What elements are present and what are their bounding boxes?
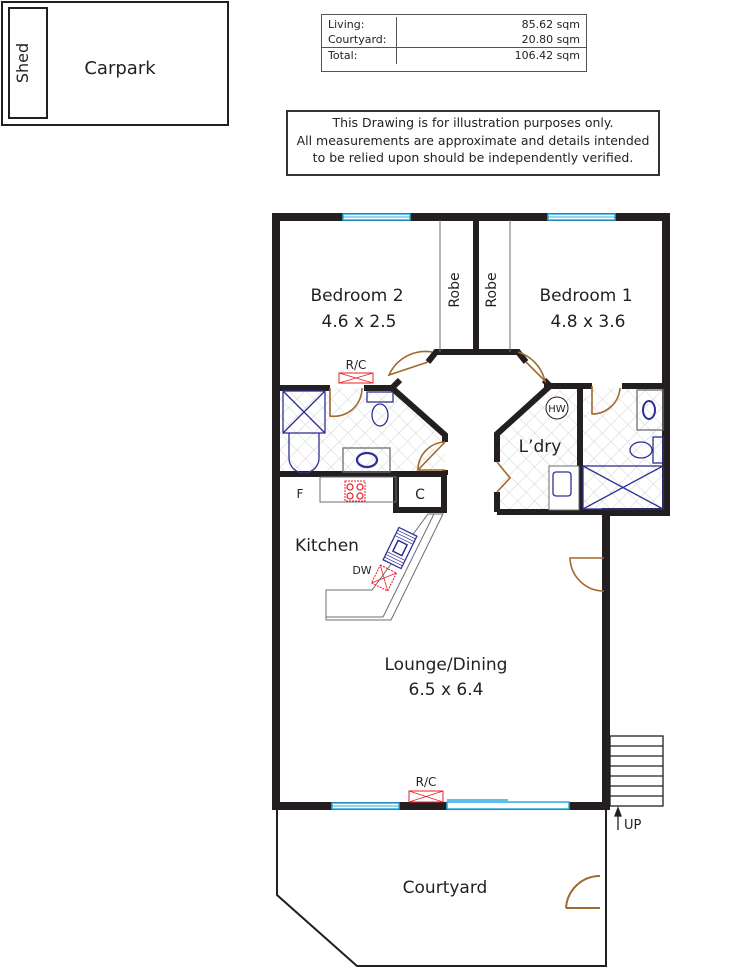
stairs <box>609 735 664 830</box>
area-total-value: 106.42 sqm <box>514 49 580 62</box>
door-bathroom-hall <box>416 441 446 471</box>
disclaimer-line: All measurements are approximate and det… <box>296 132 650 148</box>
carpark-label: Carpark <box>84 58 156 79</box>
door-bedroom1 <box>517 351 547 384</box>
area-row-living: Living: 85.62 sqm <box>322 17 586 32</box>
area-total-label: Total: <box>322 48 397 64</box>
rc-lounge-label: R/C <box>416 775 437 789</box>
ensuite-vanity-icon <box>636 389 664 431</box>
sliding-door-lounge <box>446 801 570 810</box>
cooktop-icon <box>344 480 366 502</box>
area-row-total: Total: 106.42 sqm <box>322 47 586 64</box>
vanity-icon <box>342 447 391 473</box>
disclaimer-line: This Drawing is for illustration purpose… <box>332 115 614 130</box>
courtyard-label: Courtyard <box>403 878 488 898</box>
ensuite-basin-icon <box>642 400 656 420</box>
disclaimer-box: This Drawing is for illustration purpose… <box>286 110 660 176</box>
rc-bedroom-label: R/C <box>346 358 367 372</box>
shed-label: Shed <box>13 43 32 83</box>
laundry-tub-icon <box>552 471 572 497</box>
interior-walls <box>279 220 666 515</box>
bedroom1-label: Bedroom 1 <box>539 286 632 306</box>
dishwasher-label: DW <box>352 564 371 577</box>
doors <box>329 350 621 592</box>
kitchen-fixtures: F C DW Kitchen <box>295 476 444 621</box>
bedroom2-label: Bedroom 2 <box>310 286 403 306</box>
windows <box>331 213 616 810</box>
laundry-label: L’dry <box>519 437 562 457</box>
rc-units: R/C R/C <box>338 358 444 803</box>
dishwasher-icon <box>370 564 398 592</box>
kitchen-label: Kitchen <box>295 536 359 556</box>
door-laundry-bifold <box>496 461 512 493</box>
area-value: 20.80 sqm <box>521 33 580 46</box>
stairs-up-label: UP <box>624 818 642 833</box>
hot-water-label: HW <box>548 404 566 415</box>
bedroom2-size: 4.6 x 2.5 <box>322 312 397 332</box>
toilet-icon <box>371 403 389 427</box>
kitchen-bench-top <box>319 476 397 503</box>
gate-door-swing <box>565 874 601 909</box>
ensuite-fixtures <box>582 389 664 510</box>
fridge-label: F <box>297 487 304 501</box>
bath-icon <box>288 433 320 474</box>
ensuite-cistern-icon <box>652 436 664 464</box>
ensuite-toilet-icon <box>629 441 653 459</box>
door-entry <box>569 557 605 592</box>
door-bedroom2 <box>387 350 433 377</box>
area-row-courtyard: Courtyard: 20.80 sqm <box>322 32 586 47</box>
toilet-cistern-icon <box>366 391 394 403</box>
lounge-label: Lounge/Dining <box>385 655 508 675</box>
laundry-fixtures: HW L’dry <box>519 396 580 511</box>
robe-lines <box>439 220 511 352</box>
area-value: 85.62 sqm <box>521 18 580 31</box>
robe-left-label: Robe <box>447 272 463 307</box>
ensuite-shower-icon <box>582 465 664 510</box>
ensuite-tile <box>580 388 662 512</box>
door-ensuite <box>591 386 621 415</box>
basin-icon <box>355 451 379 469</box>
disclaimer-line: to be relied upon should be independentl… <box>312 150 634 165</box>
courtyard-outline: Courtyard <box>276 808 607 967</box>
hot-water-icon <box>545 396 569 420</box>
area-label: Courtyard: <box>322 32 397 47</box>
lounge-size: 6.5 x 6.4 <box>409 680 484 700</box>
sink-icon <box>382 526 418 570</box>
bathroom-fixtures <box>282 390 394 474</box>
shower-icon <box>282 390 326 434</box>
area-summary-table: Living: 85.62 sqm Courtyard: 20.80 sqm T… <box>321 14 587 72</box>
cupboard-label: C <box>415 487 425 503</box>
area-label: Living: <box>322 17 397 32</box>
bedroom1-size: 4.8 x 3.6 <box>551 312 626 332</box>
carpark-block: Shed Carpark <box>1 1 229 126</box>
robe-right-label: Robe <box>484 272 500 307</box>
bathroom-tile <box>280 388 445 472</box>
door-bathroom <box>329 387 363 418</box>
